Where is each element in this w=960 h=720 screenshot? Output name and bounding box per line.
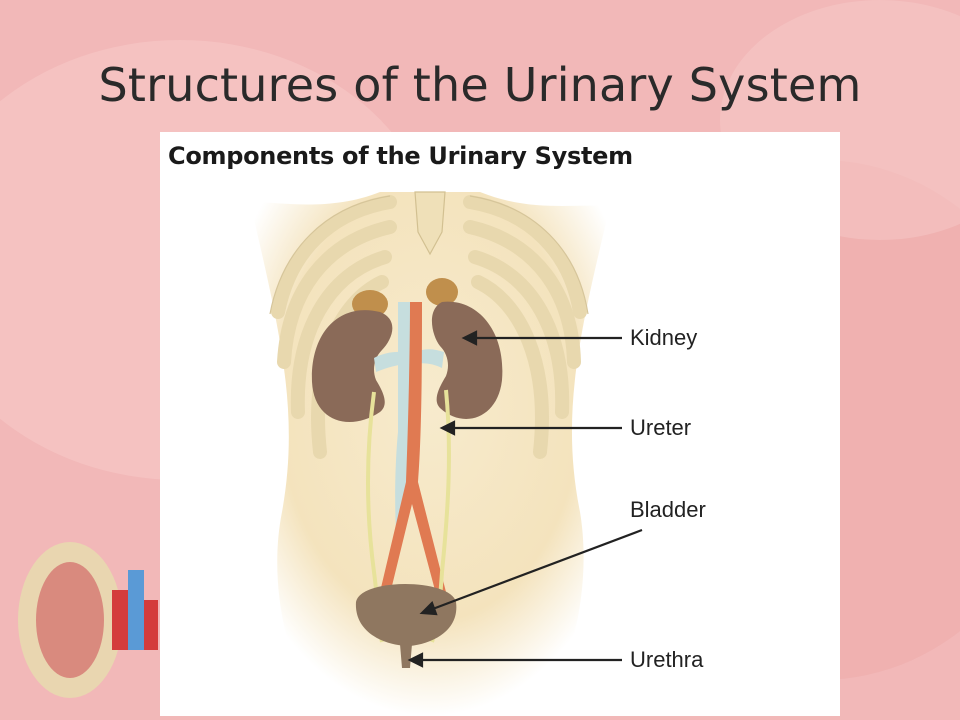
urinary-system-illustration <box>250 191 643 716</box>
right-adrenal-gland <box>426 278 458 306</box>
kidney-label: Kidney <box>630 325 698 350</box>
bladder-pointer <box>429 528 643 612</box>
figure-heading: Components of the Urinary System <box>168 142 633 170</box>
rib-outline <box>269 195 589 315</box>
bladder <box>355 584 457 646</box>
urethra <box>400 644 412 668</box>
urethra-label: Urethra <box>630 647 704 672</box>
urinary-system-figure: Components of the Urinary System Kidney … <box>160 132 840 716</box>
sternum <box>414 191 446 256</box>
bladder-label: Bladder <box>630 497 706 522</box>
label-pointers <box>407 330 643 668</box>
slide-title: Structures of the Urinary System <box>98 58 862 112</box>
ureter-label: Ureter <box>630 415 692 440</box>
kidney-decoration-icon <box>18 542 158 698</box>
renal-veins <box>374 349 444 372</box>
right-kidney <box>431 301 503 419</box>
aorta <box>380 302 446 594</box>
